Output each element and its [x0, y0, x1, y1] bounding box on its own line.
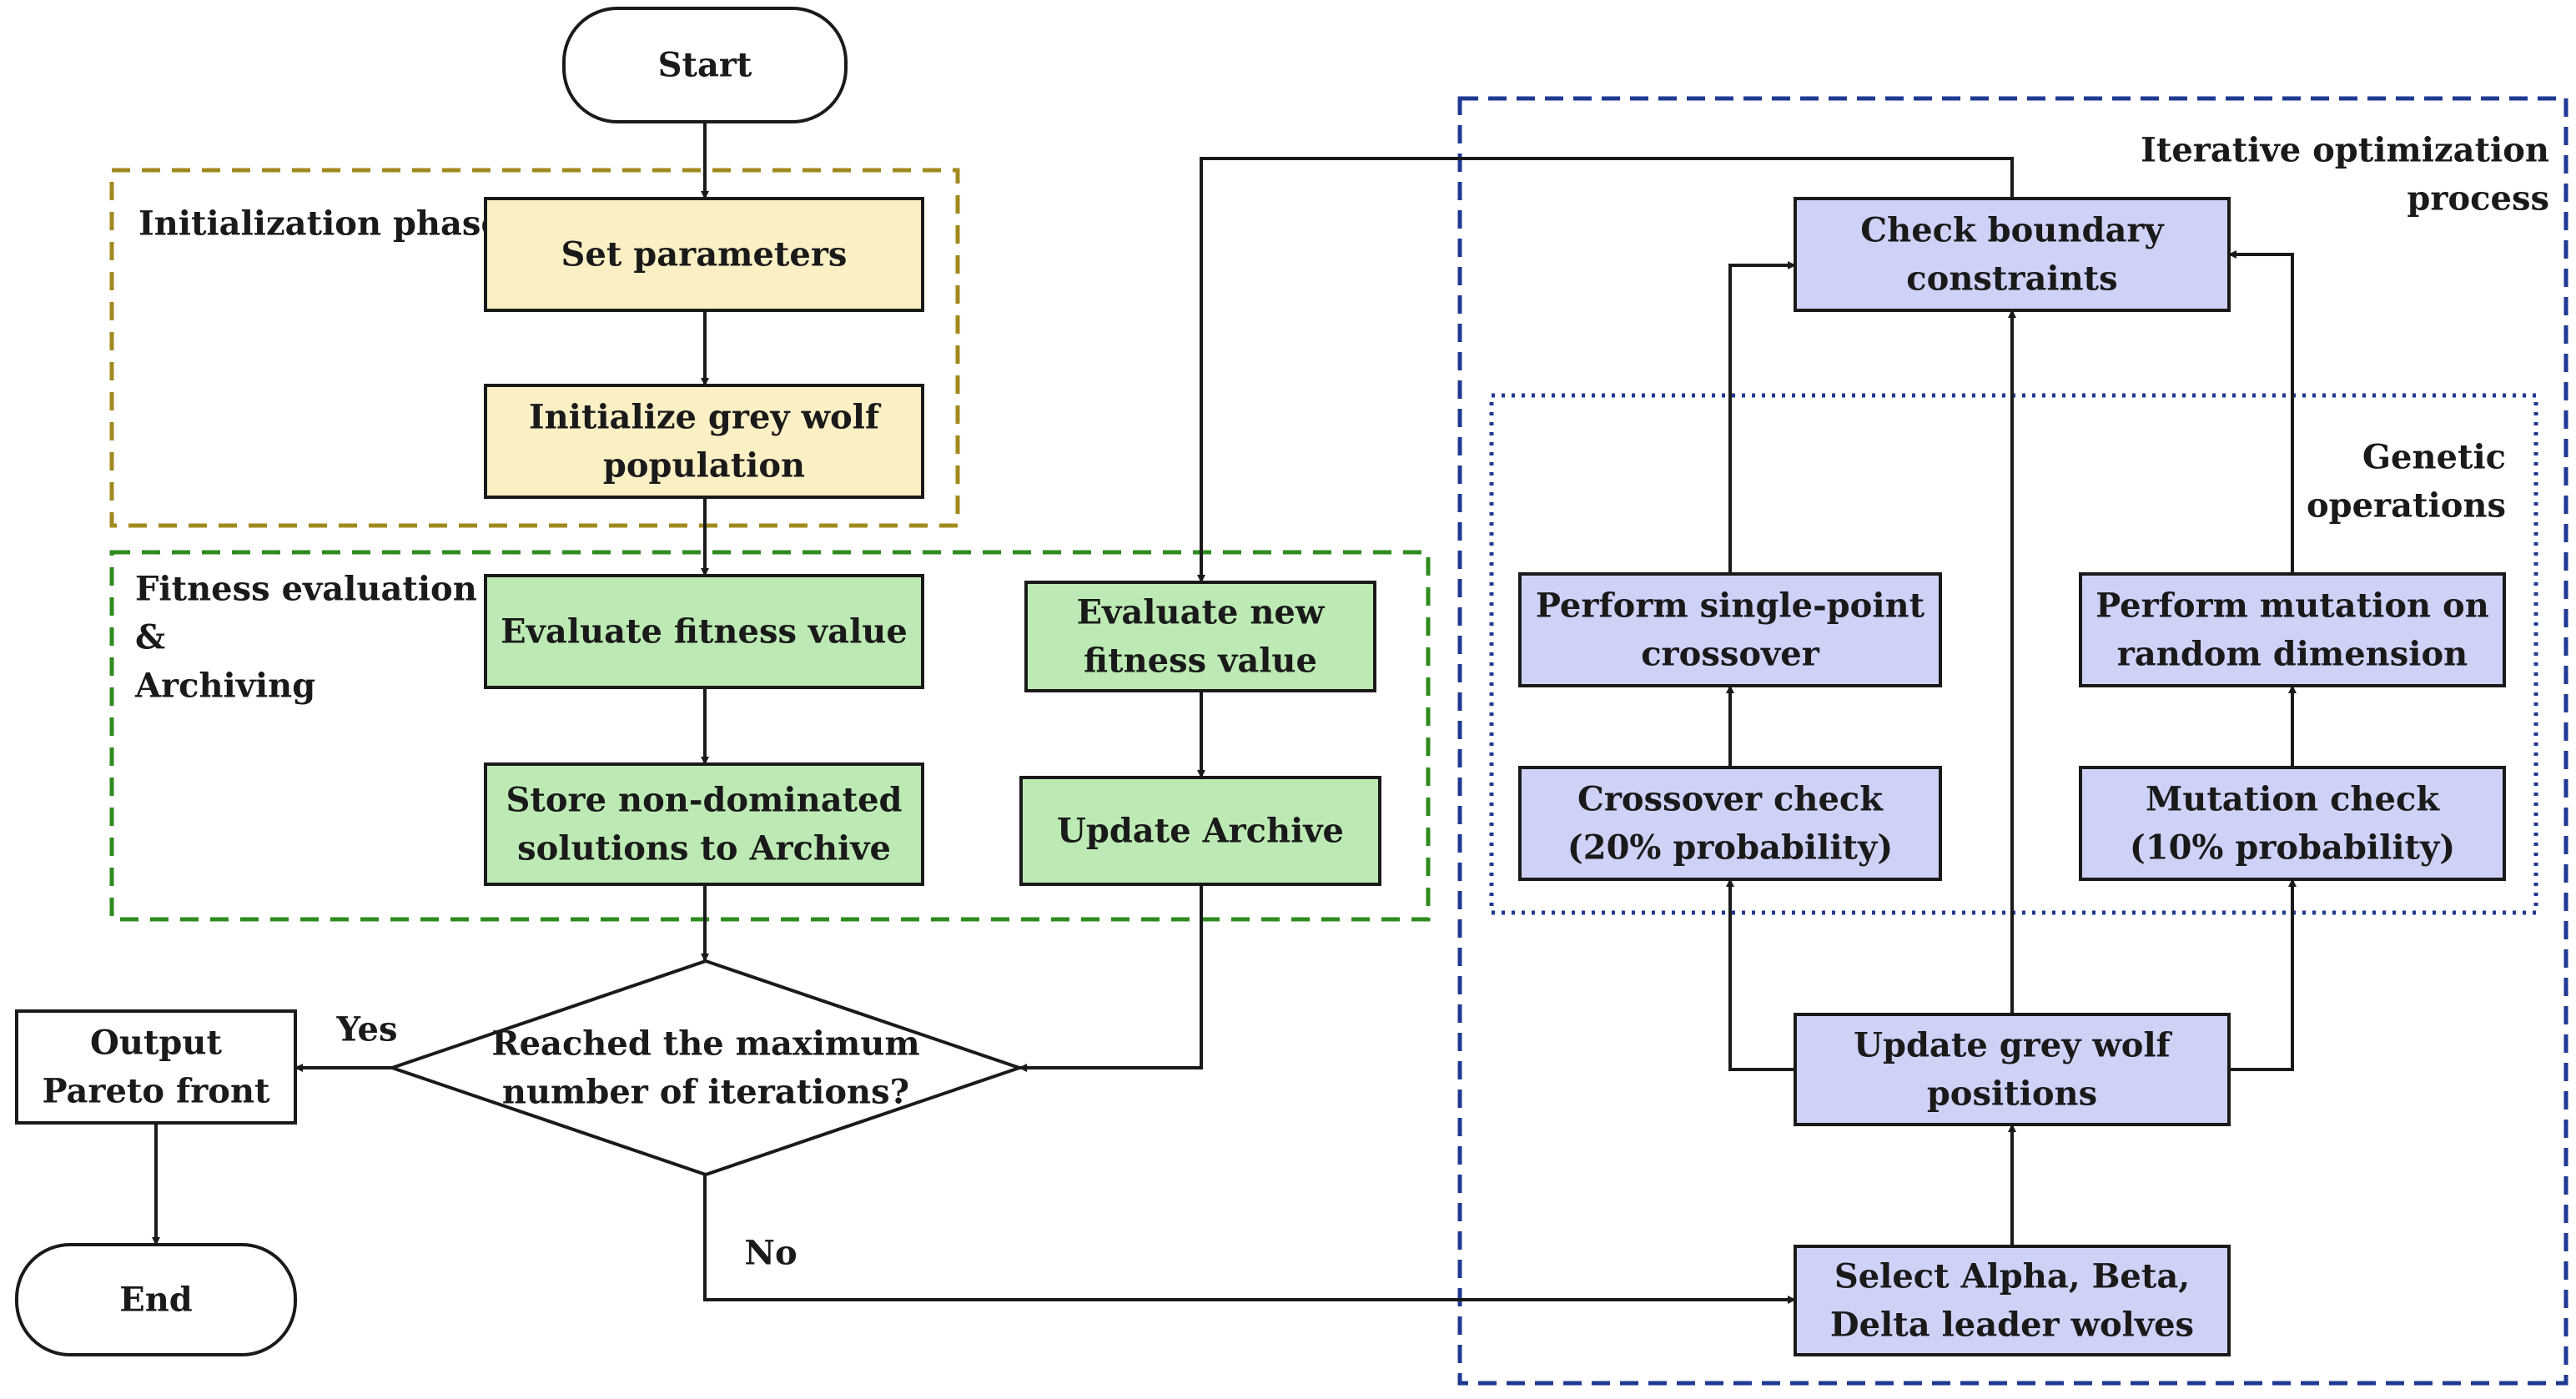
node-mutation_dim-shape — [2079, 572, 2506, 687]
node-check_bound-label-line-1: constraints — [1906, 259, 2117, 299]
edge-check_bound-to-eval_new-line — [1197, 157, 2014, 583]
node-set_params: Set parameters — [484, 197, 924, 312]
node-update_pos: Update grey wolf positions — [1794, 1013, 2231, 1126]
node-single_point-label-line-0: Perform single-point — [1536, 586, 1925, 626]
node-mutation_dim: Perform mutation on random dimension — [2079, 572, 2506, 687]
node-init_pop-label-line-0: Initialize grey wolf — [529, 398, 882, 437]
group-genetic-label-line-0: Genetic — [2362, 438, 2506, 477]
node-end: End — [15, 1243, 297, 1356]
node-mutation_dim-label-line-0: Perform mutation on — [2096, 586, 2489, 626]
node-eval_new-label-line-1: fitness value — [1084, 642, 1317, 681]
node-end-shape — [15, 1243, 297, 1356]
edge-mutation_dim-to-check_bound-line — [2228, 250, 2294, 574]
edge-single_point-to-check_bound — [1728, 261, 1796, 574]
edge-update_pos-to-cross_check — [1726, 878, 1795, 1071]
node-start-shape — [562, 7, 848, 123]
node-update_pos-label-line-1: positions — [1927, 1074, 2097, 1114]
node-store_nd: Store non-dominated solutions to Archive — [484, 762, 924, 886]
node-update_arch-label-line-0: Update Archive — [1057, 812, 1344, 851]
node-output-label-line-1: Pareto front — [42, 1072, 270, 1111]
edge-update_arch-to-decision — [1019, 884, 1203, 1072]
node-decision: Reached the maximum number of iterations? — [386, 959, 1025, 1177]
edge-update_pos-to-mut_check — [2229, 878, 2297, 1071]
node-cross_check-label-line-1: (20% probability) — [1567, 828, 1893, 868]
node-update_arch-shape — [1019, 776, 1381, 886]
group-init-label-line-0: Initialization phase — [138, 204, 502, 244]
node-cross_check-label-line-0: Crossover check — [1577, 780, 1884, 819]
edge-decision-to-select_leaders: No — [703, 1175, 1796, 1304]
node-update_pos-shape — [1794, 1013, 2231, 1126]
group-iter-label-line-0: Iterative optimization — [2141, 131, 2549, 170]
node-update_pos-label-line-0: Update grey wolf — [1854, 1026, 2173, 1065]
group-fitness-label-line-1: & — [135, 618, 165, 657]
node-init_pop: Initialize grey wolf population — [484, 384, 924, 499]
node-eval_new: Evaluate new fitness value — [1024, 581, 1376, 692]
node-set_params-label-line-0: Set parameters — [561, 235, 848, 274]
node-single_point-shape — [1518, 572, 1942, 687]
edge-mutation_dim-to-check_bound — [2228, 250, 2294, 574]
node-select_leaders-label-line-0: Select Alpha, Beta, — [1834, 1257, 2190, 1296]
group-init-border — [109, 168, 960, 528]
node-select_leaders-label-line-1: Delta leader wolves — [1830, 1306, 2194, 1345]
node-start-label-line-0: Start — [658, 46, 752, 85]
node-check_bound: Check boundary constraints — [1794, 197, 2231, 312]
node-decision-shape — [386, 959, 1025, 1177]
node-decision-label-line-1: number of iterations? — [502, 1073, 909, 1112]
node-store_nd-label-line-1: solutions to Archive — [517, 829, 891, 868]
node-store_nd-shape — [484, 762, 924, 886]
node-mutation_dim-label-line-1: random dimension — [2117, 635, 2468, 674]
node-eval_fit: Evaluate fitness value — [484, 574, 924, 689]
group-init: Initialization phase — [109, 168, 960, 528]
group-genetic-label-line-1: operations — [2307, 486, 2506, 526]
node-output-label-line-0: Output — [90, 1024, 222, 1063]
node-mut_check: Mutation check (10% probability) — [2079, 766, 2506, 881]
node-store_nd-label-line-0: Store non-dominated — [506, 781, 903, 820]
node-cross_check: Crossover check (20% probability) — [1518, 766, 1942, 881]
node-set_params-shape — [484, 197, 924, 312]
node-select_leaders: Select Alpha, Beta, Delta leader wolves — [1794, 1245, 2231, 1356]
edge-update_arch-to-decision-line — [1019, 884, 1203, 1072]
node-eval_new-shape — [1024, 581, 1376, 692]
node-check_bound-label-line-0: Check boundary — [1860, 211, 2165, 250]
node-check_bound-shape — [1794, 197, 2231, 312]
group-fitness-label-line-0: Fitness evaluation — [135, 570, 477, 609]
group-fitness: Fitness evaluation & Archiving — [109, 550, 1431, 922]
node-cross_check-shape — [1518, 766, 1942, 881]
node-decision-label-line-0: Reached the maximum — [491, 1024, 919, 1064]
group-iter-border — [1457, 96, 2568, 1386]
node-eval_fit-shape — [484, 574, 924, 689]
node-eval_fit-label-line-0: Evaluate fitness value — [501, 612, 908, 652]
node-end-label-line-0: End — [119, 1281, 193, 1320]
node-select_leaders-shape — [1794, 1245, 2231, 1356]
group-fitness-border — [109, 550, 1431, 922]
group-fitness-label-line-2: Archiving — [134, 667, 315, 706]
node-start: Start — [562, 7, 848, 123]
edge-decision-to-output: Yes — [294, 1010, 398, 1072]
edge-update_pos-to-cross_check-line — [1726, 878, 1795, 1071]
node-output-shape — [15, 1009, 297, 1125]
edge-check_bound-to-eval_new — [1197, 157, 2014, 583]
edge-update_pos-to-mut_check-line — [2229, 878, 2297, 1071]
edge-label-yes: Yes — [335, 1010, 397, 1049]
edge-decision-to-select_leaders-line — [703, 1175, 1796, 1304]
node-eval_new-label-line-0: Evaluate new — [1077, 593, 1326, 632]
node-mut_check-label-line-1: (10% probability) — [2130, 828, 2455, 868]
edge-single_point-to-check_bound-line — [1728, 261, 1796, 574]
node-mut_check-label-line-0: Mutation check — [2146, 780, 2440, 819]
node-update_arch: Update Archive — [1019, 776, 1381, 886]
group-iter-label-line-1: process — [2407, 179, 2549, 219]
node-single_point-label-line-1: crossover — [1641, 635, 1820, 674]
edge-label-no: No — [744, 1234, 797, 1273]
node-mut_check-shape — [2079, 766, 2506, 881]
node-init_pop-label-line-1: population — [603, 446, 805, 486]
group-iter: Iterative optimization process — [1457, 96, 2568, 1386]
node-init_pop-shape — [484, 384, 924, 499]
node-single_point: Perform single-point crossover — [1518, 572, 1942, 687]
